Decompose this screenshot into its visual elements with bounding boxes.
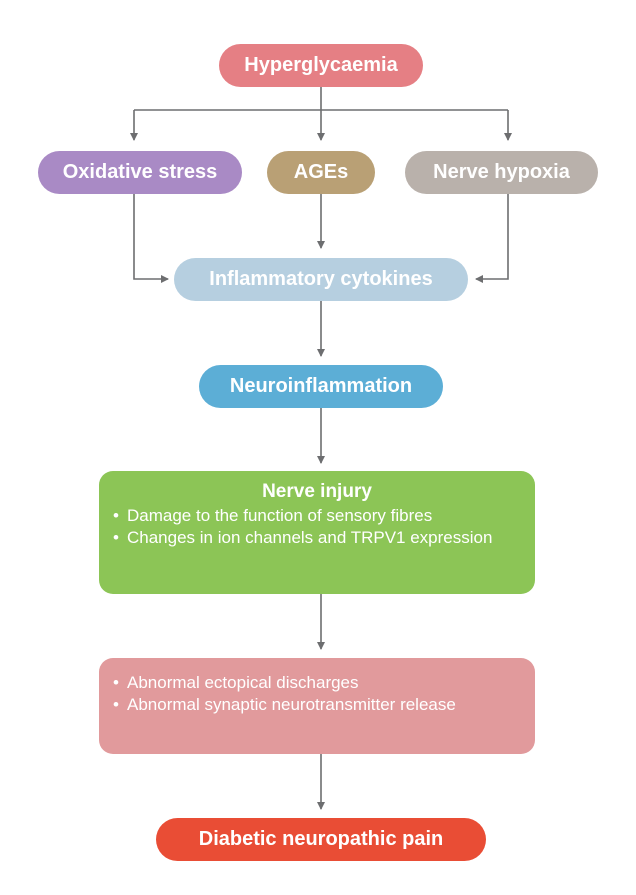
node-inflammatory-cytokines-label: Inflammatory cytokines	[209, 268, 433, 290]
node-neuroinflammation-label: Neuroinflammation	[229, 375, 413, 397]
abnormal-discharges-bullet: Abnormal synaptic neurotransmitter relea…	[113, 694, 521, 716]
node-diabetic-neuropathic-pain-label: Diabetic neuropathic pain	[198, 828, 444, 850]
abnormal-discharges-bullet: Abnormal ectopical discharges	[113, 672, 521, 694]
node-nerve-hypoxia: Nerve hypoxia	[405, 151, 598, 194]
arrow-hypoxia-to-cytokines	[475, 194, 509, 283]
node-abnormal-discharges: Abnormal ectopical discharges Abnormal s…	[99, 658, 535, 754]
node-nerve-injury: Nerve injury Damage to the function of s…	[99, 471, 535, 594]
node-hyperglycaemia: Hyperglycaemia	[219, 44, 423, 87]
node-diabetic-neuropathic-pain: Diabetic neuropathic pain	[156, 818, 486, 861]
node-oxidative-stress: Oxidative stress	[38, 151, 242, 194]
node-ages-label: AGEs	[293, 161, 349, 183]
node-hyperglycaemia-label: Hyperglycaemia	[244, 54, 398, 76]
arrow-oxidative-to-cytokines	[133, 194, 169, 283]
node-nerve-hypoxia-label: Nerve hypoxia	[433, 161, 570, 183]
nerve-injury-bullet: Changes in ion channels and TRPV1 expres…	[113, 527, 521, 549]
node-ages: AGEs	[267, 151, 375, 194]
abnormal-discharges-bullet-list: Abnormal ectopical discharges Abnormal s…	[113, 672, 521, 716]
nerve-injury-bullet-list: Damage to the function of sensory fibres…	[113, 505, 521, 549]
nerve-injury-bullet: Damage to the function of sensory fibres	[113, 505, 521, 527]
node-nerve-injury-title: Nerve injury	[262, 481, 372, 502]
node-neuroinflammation: Neuroinflammation	[199, 365, 443, 408]
node-oxidative-stress-label: Oxidative stress	[62, 161, 218, 183]
node-inflammatory-cytokines: Inflammatory cytokines	[174, 258, 468, 301]
